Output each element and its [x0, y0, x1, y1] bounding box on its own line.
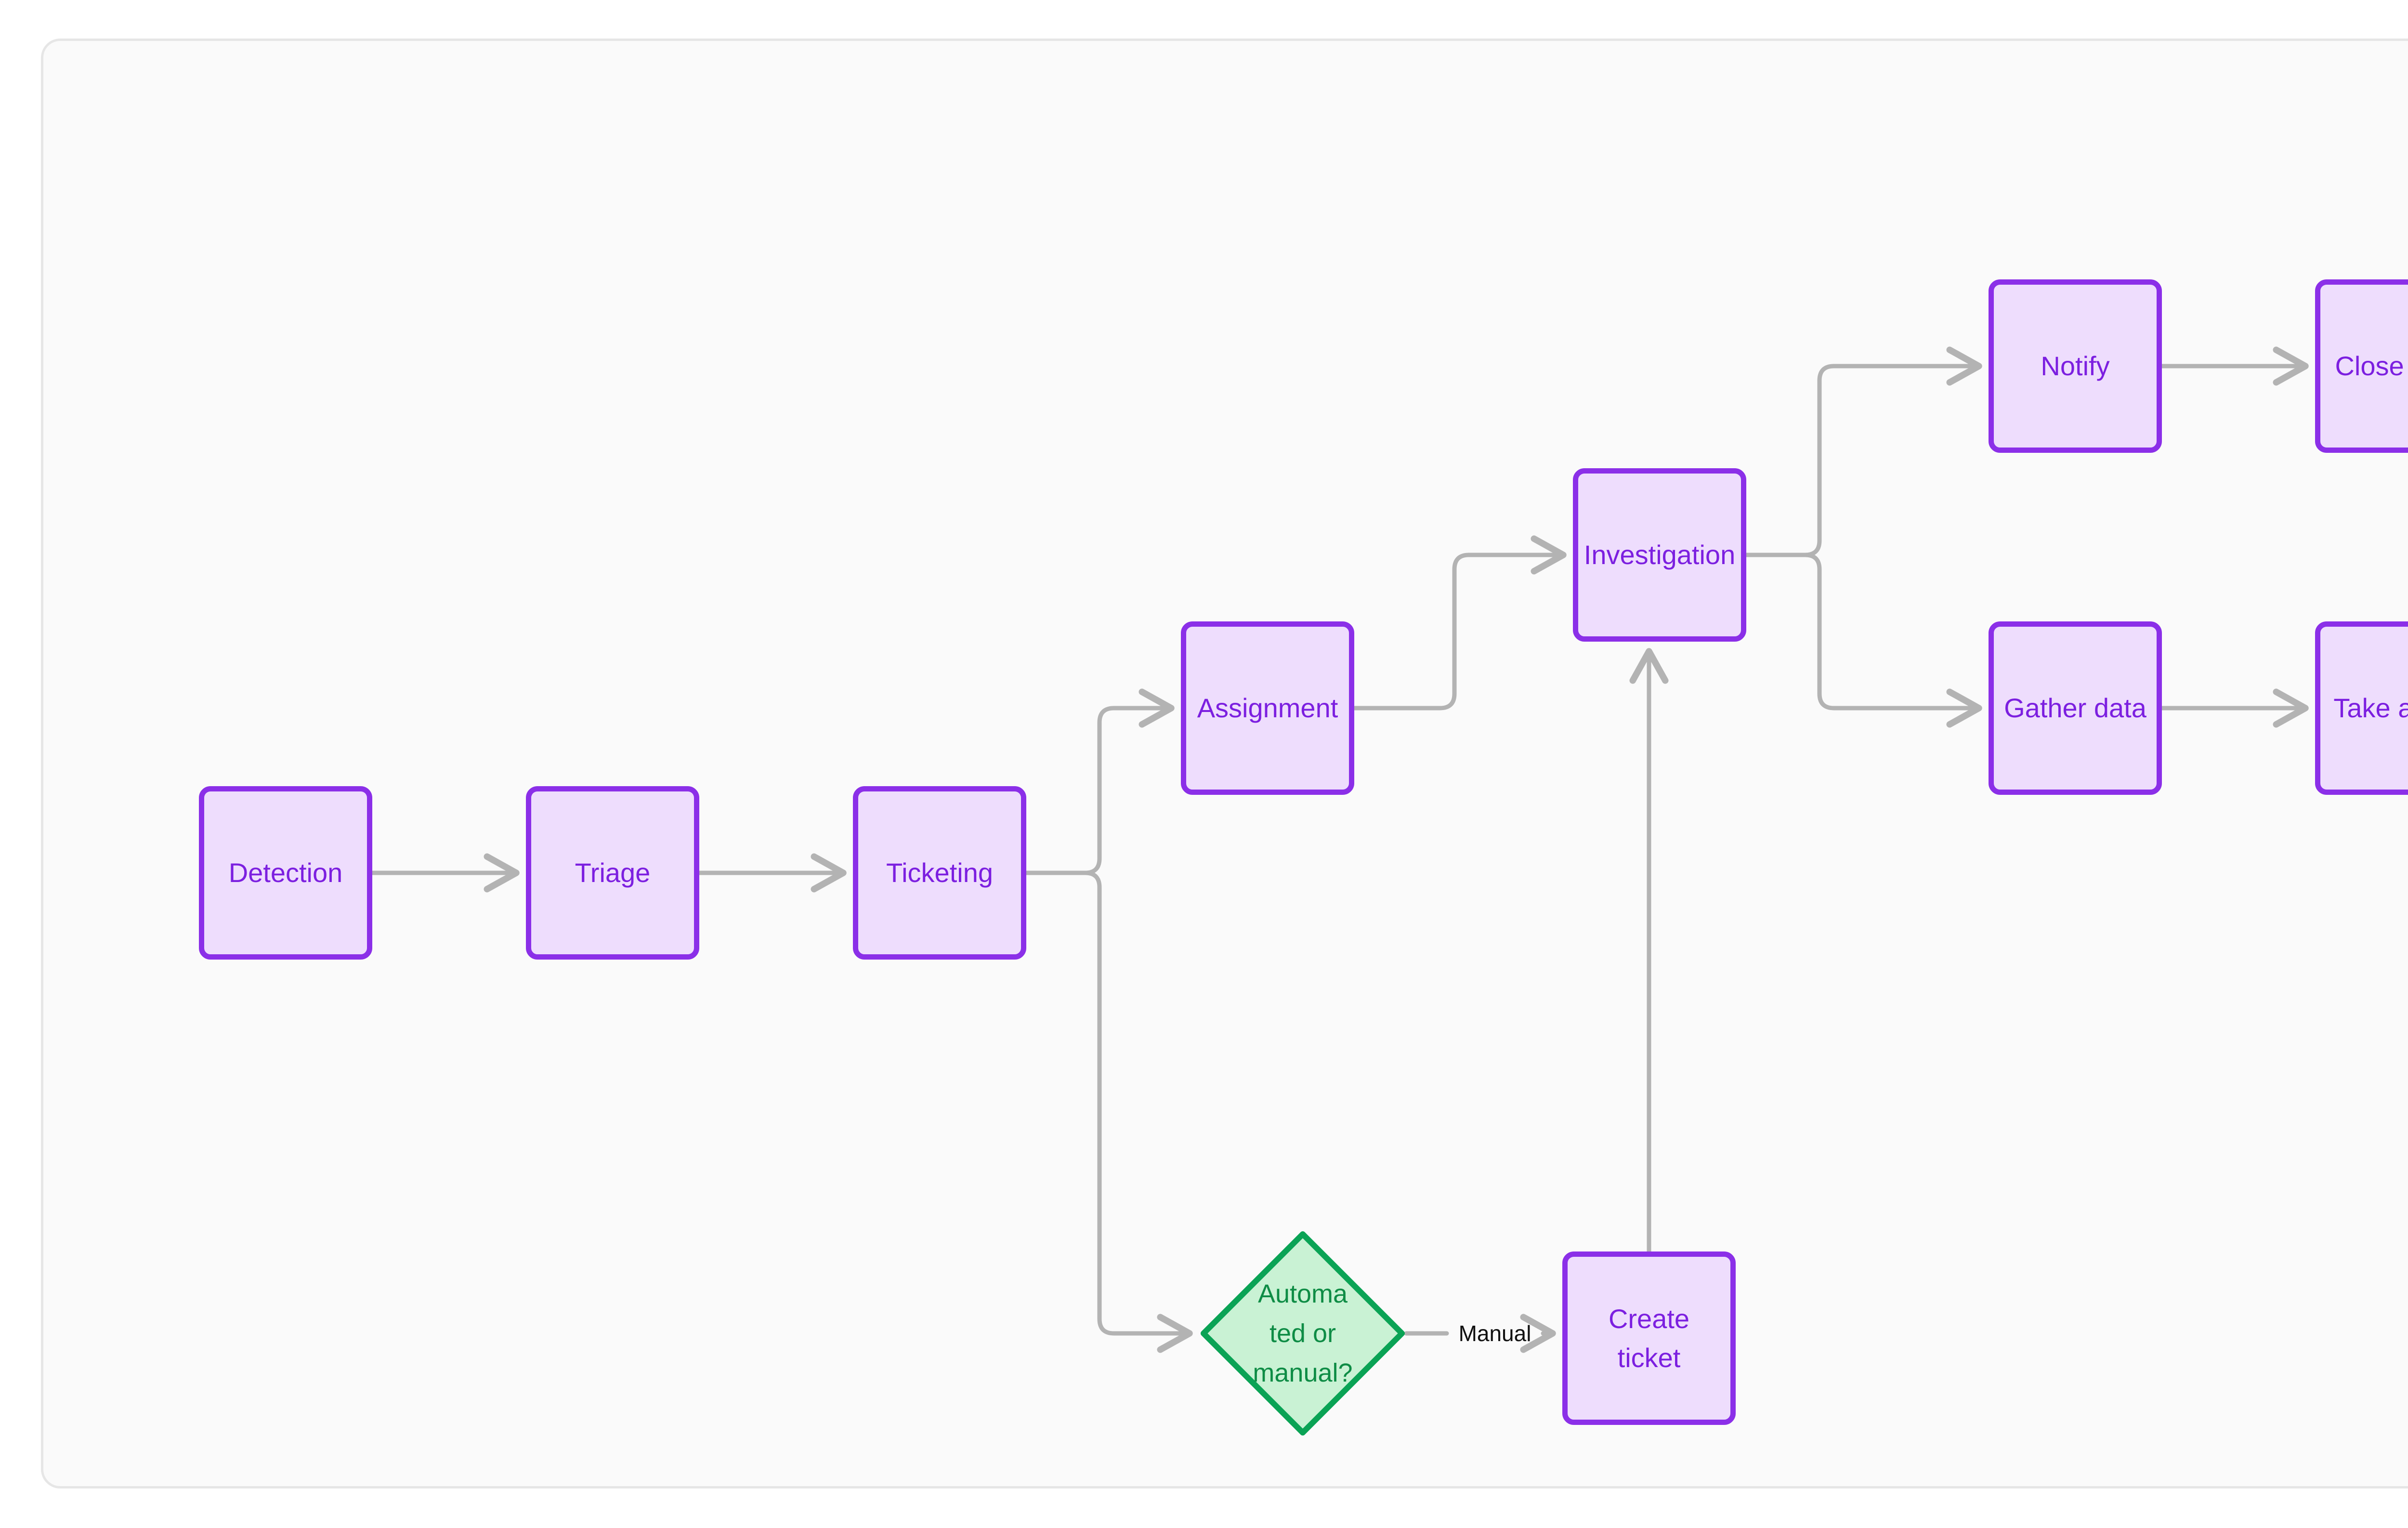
node-gather-data-label: Gather data: [2004, 693, 2146, 724]
node-triage[interactable]: Triage: [526, 786, 699, 960]
edge-label-manual-text: Manual: [1458, 1321, 1531, 1346]
node-investigation[interactable]: Investigation: [1573, 468, 1746, 642]
node-detection-label: Detection: [228, 857, 343, 888]
edge-label-manual: Manual: [1447, 1319, 1543, 1348]
diamond-shape-automated-or-manual: [1201, 1231, 1405, 1436]
node-notify[interactable]: Notify: [1989, 279, 2162, 453]
node-investigation-label: Investigation: [1584, 540, 1736, 570]
node-notify-label: Notify: [2041, 351, 2110, 382]
node-create-ticket-label: Create ticket: [1608, 1303, 1690, 1373]
node-gather-data[interactable]: Gather data: [1989, 621, 2162, 795]
node-close-case-top[interactable]: Close case: [2315, 279, 2408, 453]
node-take-action-label: Take action: [2333, 693, 2408, 724]
node-assignment-label: Assignment: [1197, 693, 1338, 724]
node-automated-or-manual[interactable]: Automa ted or manual?: [1199, 1230, 1406, 1437]
node-assignment[interactable]: Assignment: [1181, 621, 1354, 795]
node-automated-or-manual-label: Automa ted or manual?: [1253, 1279, 1353, 1388]
node-close-case-top-label: Close case: [2335, 351, 2404, 382]
node-ticketing[interactable]: Ticketing: [853, 786, 1026, 960]
node-ticketing-label: Ticketing: [886, 857, 993, 888]
node-detection[interactable]: Detection: [199, 786, 372, 960]
node-create-ticket[interactable]: Create ticket: [1562, 1251, 1736, 1425]
node-triage-label: Triage: [575, 857, 651, 888]
node-take-action[interactable]: Take action: [2315, 621, 2408, 795]
